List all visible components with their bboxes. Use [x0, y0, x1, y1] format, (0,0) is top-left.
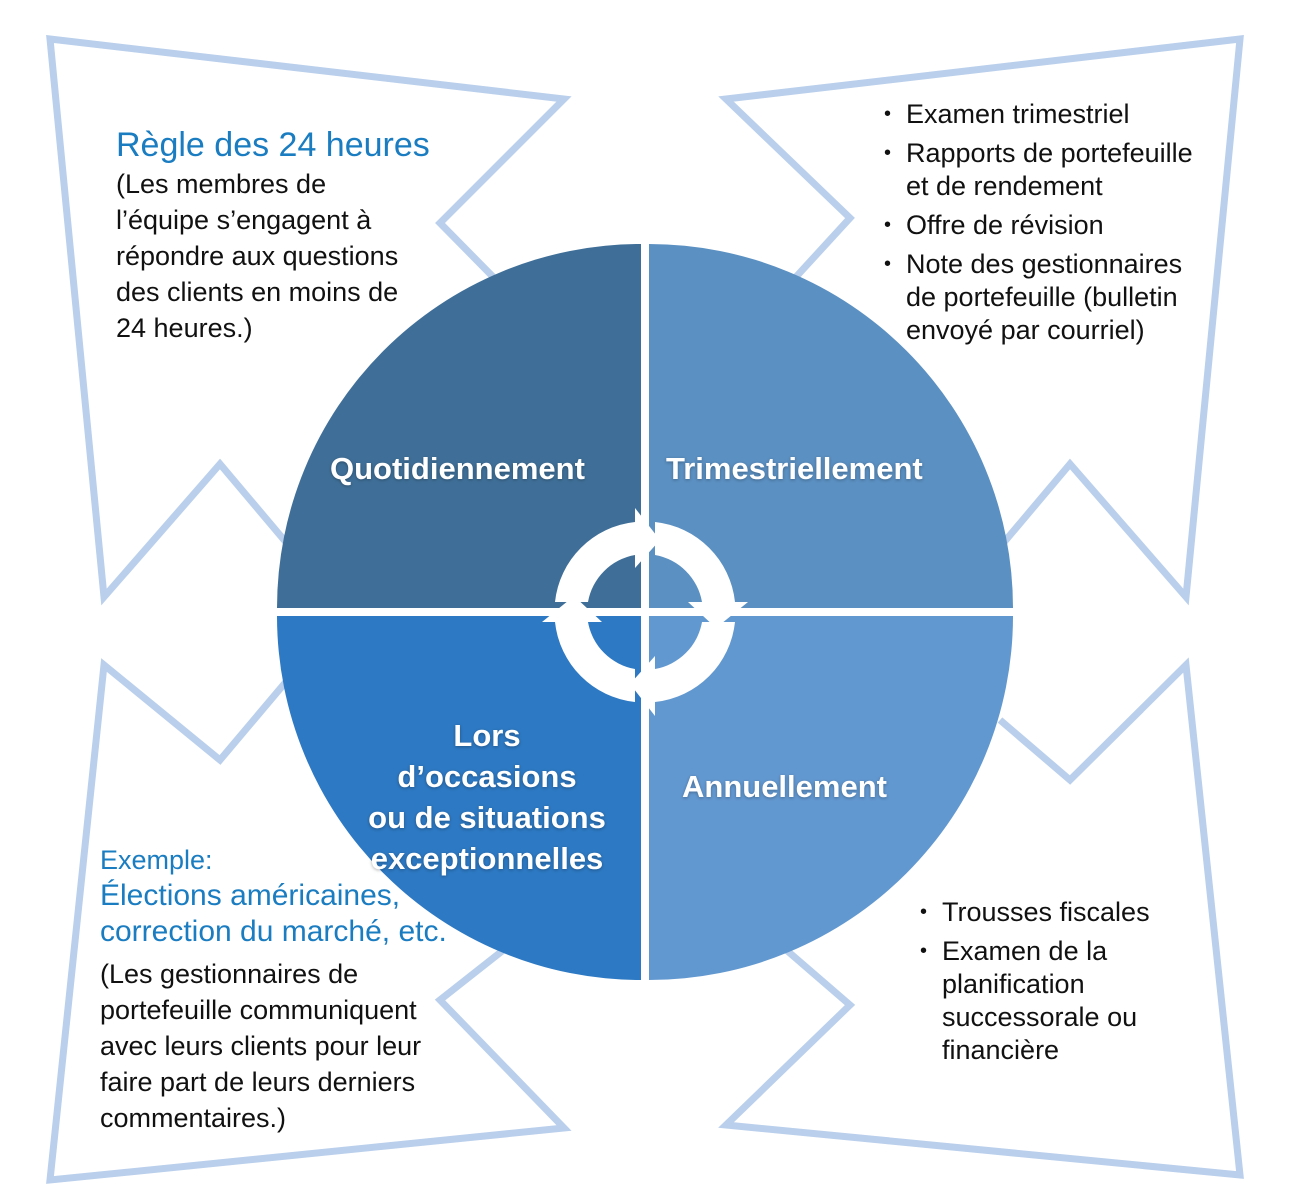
text-line: (Les gestionnaires de [100, 959, 359, 989]
daily-box: Règle des 24 heures (Les membres de l’éq… [116, 124, 430, 346]
arrow-outline-top-right [718, 35, 1244, 606]
label-line: ou de situations [368, 800, 606, 835]
annual-box: Trousses fiscales Examen de laplanificat… [920, 896, 1150, 1073]
label-daily: Quotidiennement [330, 451, 585, 486]
label-annual: Annuellement [682, 769, 887, 804]
text-line: (Les membres de [116, 169, 327, 199]
cycle-arrows-icon [542, 508, 748, 716]
daily-title: Règle des 24 heures [116, 126, 430, 164]
arrow-outline-bottom-left [46, 658, 572, 1184]
quadrant-annual [649, 616, 1013, 980]
label-quarterly: Trimestriellement [666, 451, 923, 486]
quarterly-box: Examen trimestriel Rapports de portefeui… [884, 98, 1193, 353]
quadrant-exceptional [277, 616, 641, 980]
text-line: 24 heures.) [116, 313, 253, 343]
text-line: commentaires.) [100, 1103, 287, 1133]
example-label: Exemple: [100, 845, 213, 875]
label-line: exceptionnelles [370, 841, 604, 876]
label-line: Lors d’occasions [397, 718, 577, 794]
text-line: faire part de leurs derniers [100, 1067, 416, 1097]
arrow-outline-top-left [46, 35, 572, 606]
list-item: Examen trimestriel [884, 98, 1193, 131]
exceptional-box: Exemple: Élections américaines, correcti… [100, 842, 447, 1136]
text-line: avec leurs clients pour leur [100, 1031, 422, 1061]
example-title: Élections américaines, [100, 879, 401, 912]
label-exceptional: Lors d’occasions ou de situations except… [362, 715, 612, 879]
arrow-outline-bottom-right [718, 657, 1244, 1179]
text-line: répondre aux questions [116, 241, 399, 271]
text-line: portefeuille communiquent [100, 995, 417, 1025]
quadrant-quarterly [649, 244, 1013, 608]
text-line: des clients en moins de [116, 277, 399, 307]
text-line: l’équipe s’engagent à [116, 205, 372, 235]
list-item: Offre de révision [884, 209, 1193, 242]
list-item: Trousses fiscales [920, 896, 1150, 929]
quadrant-daily [277, 244, 641, 608]
example-title: correction du marché, etc. [100, 915, 447, 948]
